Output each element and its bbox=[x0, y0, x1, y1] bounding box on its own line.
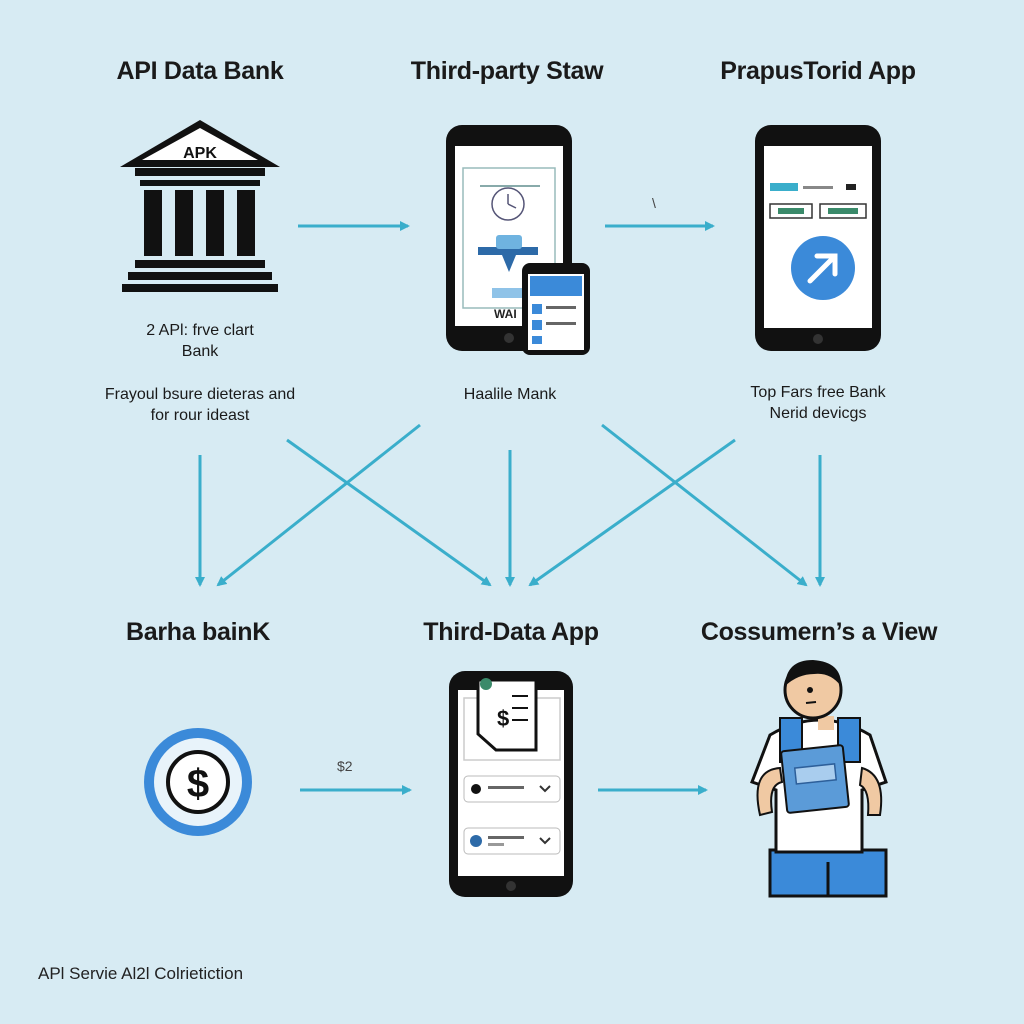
arrow-prapus-to-thirddata bbox=[528, 438, 736, 587]
prapus-caption: Top Fars free Bank Nerid devicgs bbox=[750, 382, 885, 424]
bank-description-line2: for rour ideast bbox=[150, 407, 250, 424]
bank-icon-label: APK bbox=[183, 145, 217, 162]
title-consumer-view: Cossumern’s a View bbox=[700, 618, 938, 646]
bank-caption-line2: Bank bbox=[181, 343, 219, 360]
third-data-phone-icon: $ bbox=[449, 671, 573, 897]
svg-text:$: $ bbox=[497, 706, 509, 731]
prapus-caption-line2: Nerid devicgs bbox=[769, 405, 867, 422]
svg-text:$: $ bbox=[187, 762, 209, 806]
arrow-thirdparty-to-consumer bbox=[601, 423, 808, 587]
bank-description: Frayoul bsure dieteras and for rour idea… bbox=[105, 384, 295, 426]
bottom-arrow-label: $2 bbox=[337, 758, 353, 774]
title-api-data-bank: API Data Bank bbox=[116, 57, 284, 85]
bank-caption-line1: 2 APl: frve clart bbox=[146, 322, 254, 339]
small-phone-icon bbox=[522, 263, 590, 355]
top-arrow-label: \ bbox=[652, 195, 656, 211]
arrow-thirdparty-to-barha bbox=[216, 423, 421, 587]
bank-description-line1: Frayoul bsure dieteras and bbox=[104, 386, 296, 403]
bank-building-icon: APK bbox=[120, 120, 280, 292]
title-prapus-app: PrapusTorid App bbox=[720, 57, 916, 85]
third-party-caption: Haalile Mank bbox=[463, 386, 557, 403]
third-party-screen-text: WAI bbox=[494, 307, 517, 321]
bank-caption: 2 APl: frve clart Bank bbox=[146, 320, 254, 362]
dollar-coin-icon: $ bbox=[144, 728, 252, 836]
arrow-bank-to-thirddata bbox=[286, 438, 492, 587]
footer-caption: APl Servie Al2l Colrietiction bbox=[38, 964, 244, 983]
prapus-phone-icon bbox=[755, 125, 881, 351]
title-third-data-app: Third-Data App bbox=[423, 618, 599, 646]
title-barha-bank: Barha bainK bbox=[126, 618, 270, 646]
consumer-person-icon bbox=[750, 660, 888, 898]
title-third-party: Third-party Staw bbox=[410, 57, 604, 85]
prapus-caption-line1: Top Fars free Bank bbox=[750, 384, 886, 401]
